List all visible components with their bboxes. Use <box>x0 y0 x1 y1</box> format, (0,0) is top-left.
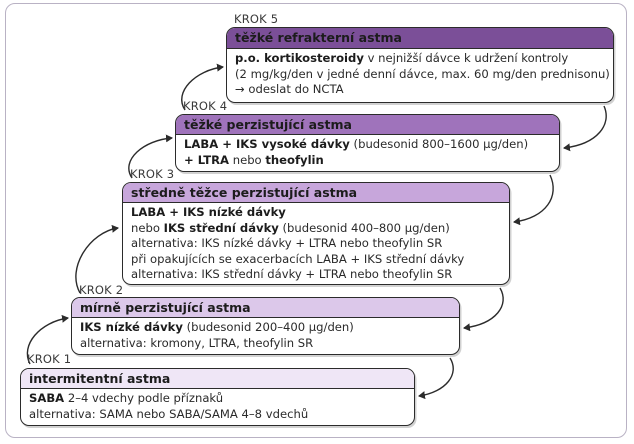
step-3-line-2: nebo IKS střední dávky (budesonid 400–80… <box>131 221 501 237</box>
step-4-body: LABA + IKS vysoké dávky (budesonid 800–1… <box>176 135 559 168</box>
step-3-line-3: alternativa: IKS nízké dávky + LTRA nebo… <box>131 236 443 250</box>
step-2-label: KROK 2 <box>79 283 124 297</box>
step-5-line-1: p.o. kortikosteroidy v nejnižší dávce k … <box>235 51 605 67</box>
step-4-line-1-text: (budesonid 800–1600 µg/den) <box>349 137 529 151</box>
step-3-line-1: LABA + IKS nízké dávky <box>131 205 286 219</box>
step-4-line-2-text: nebo <box>229 152 266 167</box>
step-1-line-1-bold: SABA <box>29 391 65 405</box>
step-4-title: těžké perzistující astma <box>176 115 559 135</box>
step-4-line-2-bold: + LTRA <box>184 152 230 167</box>
step-2-line-1-text: (budesonid 200–400 µg/den) <box>182 320 354 334</box>
step-1-box: intermitentní astma SABA 2–4 vdechy podl… <box>20 368 415 426</box>
step-4-box: těžké perzistující astma LABA + IKS vyso… <box>175 114 560 172</box>
step-4-line-2: + LTRA nebo theofylin <box>184 153 551 169</box>
step-1-line-1: SABA 2–4 vdechy podle příznaků <box>29 391 406 407</box>
step-5-box: těžké refrakterní astma p.o. kortikoster… <box>226 27 614 103</box>
step-3-line-2-prefix: nebo <box>131 220 164 235</box>
step-1-line-1-text: 2–4 vdechy podle příznaků <box>64 391 224 405</box>
step-5-line-3: → odeslat do NCTA <box>235 82 344 96</box>
step-3-line-4: při opakujících se exacerbacích LABA + I… <box>131 251 465 266</box>
step-5-line-1-bold: p.o. kortikosteroidy <box>235 51 364 65</box>
step-3-line-2-text: (budesonid 400–800 µg/den) <box>278 220 450 235</box>
step-3-label: KROK 3 <box>130 167 175 181</box>
step-2-body: IKS nízké dávky (budesonid 200–400 µg/de… <box>72 318 459 351</box>
step-1-body: SABA 2–4 vdechy podle příznaků alternati… <box>21 389 414 422</box>
step-2-title: mírně perzistující astma <box>72 298 459 318</box>
step-4-line-1-bold: LABA + IKS vysoké dávky <box>184 137 350 151</box>
step-3-body: LABA + IKS nízké dávky nebo IKS střední … <box>123 203 509 283</box>
step-1-title: intermitentní astma <box>21 369 414 389</box>
step-2-box: mírně perzistující astma IKS nízké dávky… <box>71 297 460 355</box>
step-3-line-5: alternativa: IKS střední dávky + LTRA ne… <box>131 267 453 281</box>
step-4-line-1: LABA + IKS vysoké dávky (budesonid 800–1… <box>184 137 551 153</box>
step-1-label: KROK 1 <box>27 352 72 366</box>
step-1-line-2: alternativa: SAMA nebo SABA/SAMA 4–8 vde… <box>29 406 309 421</box>
step-5-line-1-text: v nejnižší dávce k udržení kontroly <box>363 51 569 65</box>
step-4-line-2-bold2: theofylin <box>265 152 324 167</box>
step-3-line-2-bold: IKS střední dávky <box>163 220 279 235</box>
step-3-box: středně těžce perzistující astma LABA + … <box>122 182 510 285</box>
step-4-label: KROK 4 <box>183 99 228 113</box>
step-3-title: středně těžce perzistující astma <box>123 183 509 203</box>
step-5-line-2: (2 mg/kg/den v jedné denní dávce, max. 6… <box>235 66 610 81</box>
step-5-title: těžké refrakterní astma <box>227 28 613 49</box>
step-2-line-1-bold: IKS nízké dávky <box>80 320 183 334</box>
step-5-label: KROK 5 <box>234 12 279 26</box>
step-2-line-1: IKS nízké dávky (budesonid 200–400 µg/de… <box>80 320 451 336</box>
step-2-line-2: alternativa: kromony, LTRA, theofylin SR <box>80 335 314 350</box>
step-5-body: p.o. kortikosteroidy v nejnižší dávce k … <box>227 49 613 98</box>
